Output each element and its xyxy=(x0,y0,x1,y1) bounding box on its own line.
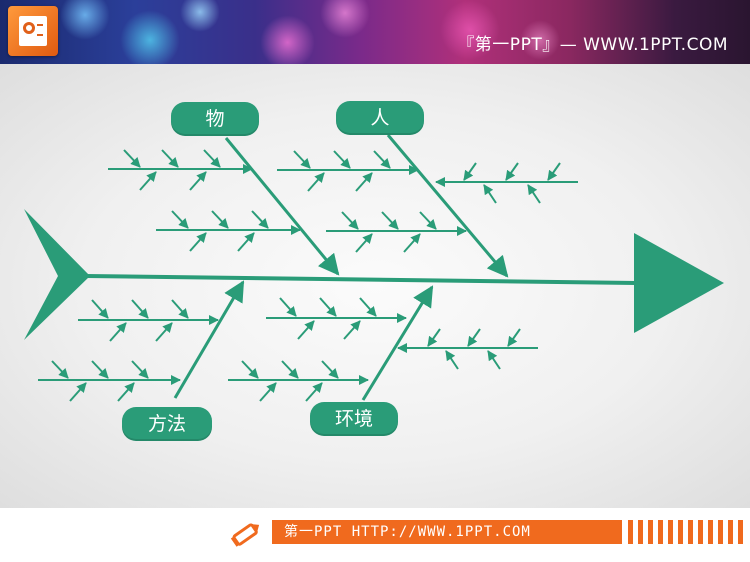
category-label-method: 方法 xyxy=(122,407,212,441)
fishbone-diagram xyxy=(24,134,724,402)
bokeh-light xyxy=(260,15,315,64)
fish-head xyxy=(634,233,724,333)
fishbone-spine xyxy=(24,209,724,340)
bone-top-right xyxy=(386,134,509,278)
bokeh-light xyxy=(440,0,500,60)
bokeh-light xyxy=(60,0,110,40)
bone-top-left xyxy=(224,137,340,276)
footer-stripes xyxy=(628,520,748,544)
category-label-environment: 环境 xyxy=(310,402,398,436)
category-label-people: 人 xyxy=(336,101,424,135)
bokeh-light xyxy=(520,20,560,60)
footer-url-banner: 第一PPT HTTP://WWW.1PPT.COM xyxy=(272,520,622,544)
bokeh-light xyxy=(180,0,220,32)
site-title: 『第一PPT』— WWW.1PPT.COM xyxy=(457,35,728,55)
bone-bottom-right xyxy=(361,285,434,401)
category-label-material: 物 xyxy=(171,102,259,136)
header-banner: 『第一PPT』— WWW.1PPT.COM xyxy=(0,0,750,64)
diagram-canvas: 物 人 方法 环境 xyxy=(0,64,750,508)
main-bones xyxy=(173,134,509,401)
presentation-file-icon xyxy=(8,6,58,56)
bokeh-light xyxy=(320,0,370,38)
bokeh-light xyxy=(120,10,180,64)
bone-bottom-left xyxy=(173,280,245,399)
sub-bones xyxy=(38,149,578,402)
pencil-icon xyxy=(230,523,260,547)
fish-tail xyxy=(24,209,90,340)
